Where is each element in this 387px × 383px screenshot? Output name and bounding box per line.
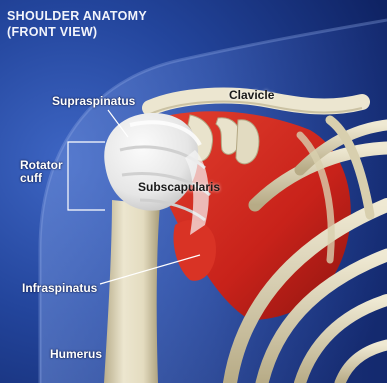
humerus-bone — [104, 200, 160, 383]
label-subscapularis: Subscapularis — [138, 181, 220, 194]
label-supraspinatus: Supraspinatus — [52, 95, 135, 108]
label-infraspinatus: Infraspinatus — [22, 282, 97, 295]
title-line-1: SHOULDER ANATOMY — [7, 9, 147, 23]
label-humerus: Humerus — [50, 348, 102, 361]
diagram-title: SHOULDER ANATOMY (FRONT VIEW) — [7, 8, 147, 40]
title-line-2: (FRONT VIEW) — [7, 25, 97, 39]
label-clavicle: Clavicle — [229, 89, 274, 102]
label-rotator-cuff: Rotator cuff — [20, 159, 63, 185]
label-rotator-line-2: cuff — [20, 172, 63, 185]
